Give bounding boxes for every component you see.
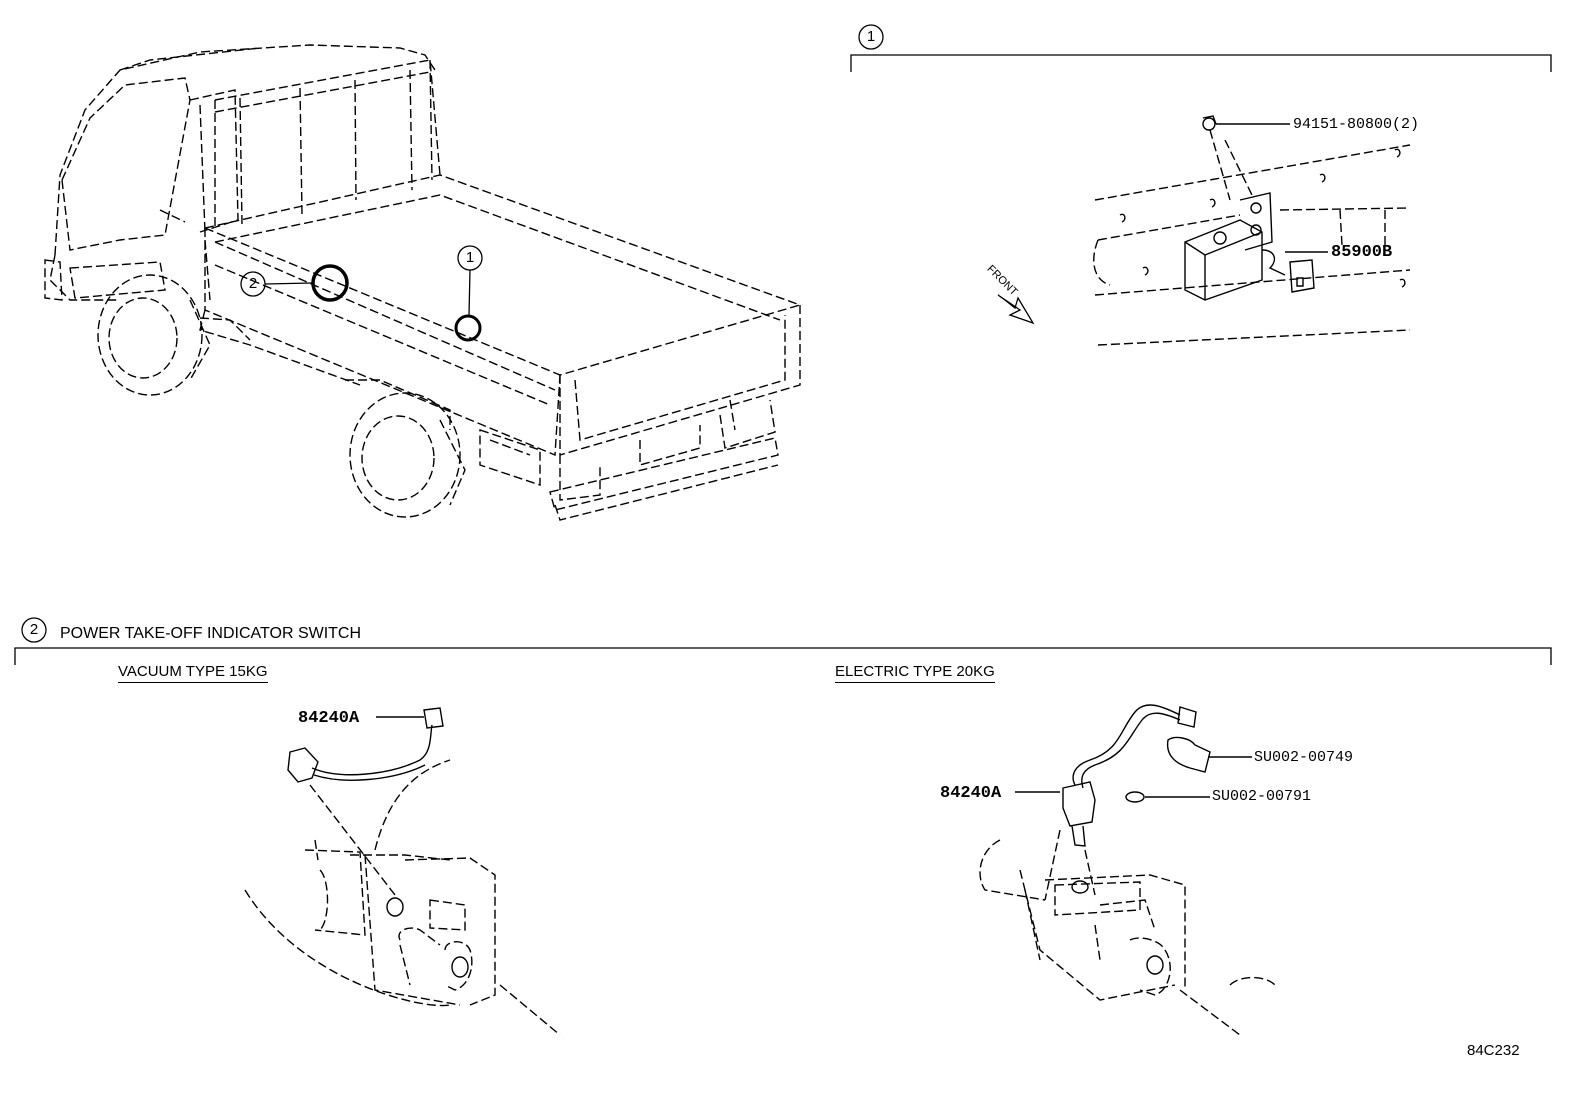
electric-type-heading: ELECTRIC TYPE 20KG	[835, 664, 995, 683]
part-label-cap[interactable]: SU002-00749	[1254, 749, 1354, 766]
part-label-bolt[interactable]: 94151-80800(2)	[1293, 116, 1420, 133]
section-1-illustration	[997, 115, 1411, 346]
section-1-frame	[850, 24, 1552, 72]
electric-type-illustration	[979, 704, 1276, 1036]
part-label-sensor[interactable]: 85900B	[1331, 243, 1393, 262]
callout-2: 2	[29, 621, 39, 638]
location-marker-2	[311, 264, 349, 302]
callout-1: 1	[866, 28, 876, 45]
vacuum-type-illustration	[244, 707, 561, 1036]
part-label-electric-switch[interactable]: 84240A	[940, 784, 1002, 803]
section-2-title: POWER TAKE-OFF INDICATOR SWITCH	[60, 625, 362, 642]
section-2-frame	[14, 617, 1552, 665]
truck-illustration	[44, 44, 801, 521]
part-label-ring[interactable]: SU002-00791	[1212, 788, 1312, 805]
location-marker-1	[454, 314, 482, 342]
part-label-vacuum-switch[interactable]: 84240A	[298, 709, 360, 728]
diagram-code: 84C232	[1467, 1042, 1520, 1059]
truck-callout-1: 1	[465, 249, 475, 266]
truck-callout-2: 2	[248, 275, 258, 292]
vacuum-type-heading: VACUUM TYPE 15KG	[118, 664, 268, 683]
